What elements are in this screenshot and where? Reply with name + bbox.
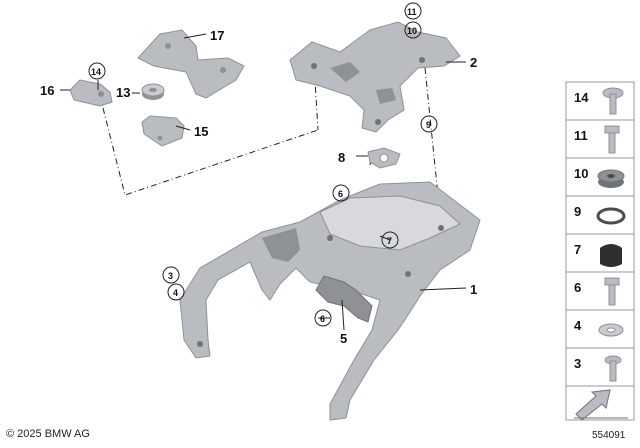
leader-lines: [60, 33, 467, 331]
bolt-icon: [604, 277, 620, 306]
callout-9: 9: [426, 120, 431, 130]
callout-7-circle: 7: [381, 231, 399, 249]
callout-15: 15: [194, 124, 208, 139]
side-panel-frame: [565, 81, 635, 421]
side-item-label: 6: [574, 280, 582, 295]
callout-8: 8: [338, 150, 345, 165]
rubber-buffer-icon: [600, 244, 622, 267]
screw-icon: [604, 355, 622, 382]
callout-3: 3: [168, 271, 173, 281]
side-item-label: 3: [574, 356, 582, 371]
side-item-6[interactable]: 6: [566, 272, 634, 308]
part-16-mount[interactable]: [69, 79, 113, 107]
washer-icon: [598, 323, 624, 337]
side-item-label: 9: [574, 204, 582, 219]
part-17-bracket[interactable]: [137, 29, 245, 99]
side-item-14[interactable]: 14: [566, 82, 634, 118]
part-1-luggage-rack[interactable]: [179, 181, 481, 421]
arrow-direction-icon: [574, 389, 628, 421]
side-item-4[interactable]: 4: [566, 310, 634, 346]
callout-14: 14: [91, 67, 101, 77]
side-item-9[interactable]: 9: [566, 196, 634, 232]
callout-6b: 6: [320, 314, 325, 324]
callout-1: 1: [470, 282, 477, 297]
side-item-11[interactable]: 11: [566, 120, 634, 156]
part-8-bracket[interactable]: [367, 147, 401, 169]
diagram-id: 554091: [592, 430, 626, 441]
callout-11-circle: 11: [404, 2, 422, 20]
side-item-label: 14: [574, 90, 589, 105]
callouts: 17 16 13 14 15 2 11 10 9 8 6 7: [40, 2, 477, 346]
callout-14-circle: 14: [88, 62, 106, 80]
side-item-7[interactable]: 7: [566, 234, 634, 270]
callout-11: 11: [407, 7, 417, 17]
screw-round-head-icon: [602, 87, 624, 115]
callout-16: 16: [40, 83, 54, 98]
rubber-grommet-icon: [597, 169, 625, 188]
callout-7: 7: [387, 236, 392, 246]
callout-6a: 6: [338, 189, 343, 199]
callout-6a-circle: 6: [332, 184, 350, 202]
side-item-10[interactable]: 10: [566, 158, 634, 194]
callout-4-circle: 4: [167, 283, 185, 301]
callout-17: 17: [210, 28, 224, 43]
callout-3-circle: 3: [162, 266, 180, 284]
part-2-carrier-plate[interactable]: [289, 21, 461, 133]
callout-4: 4: [173, 288, 178, 298]
callout-6b-circle: 6: [314, 309, 332, 327]
part-13-grommet[interactable]: [141, 83, 165, 100]
callout-2: 2: [470, 55, 477, 70]
side-item-label: 10: [574, 166, 589, 181]
callout-10: 10: [407, 26, 417, 36]
copyright-text: © 2025 BMW AG: [6, 428, 90, 440]
side-item-label: 7: [574, 242, 582, 257]
part-5-bracket[interactable]: [315, 275, 373, 323]
bolt-icon: [604, 125, 620, 154]
callout-13: 13: [116, 85, 130, 100]
callout-9-circle: 9: [420, 115, 438, 133]
callout-5: 5: [340, 331, 347, 346]
part-15-plate[interactable]: [141, 115, 185, 147]
side-item-label: 11: [574, 128, 588, 143]
callout-10-circle: 10: [404, 21, 422, 39]
o-ring-icon: [596, 207, 626, 225]
side-item-3[interactable]: 3: [566, 348, 634, 384]
side-item-label: 4: [574, 318, 582, 333]
side-panel-icons: [574, 87, 628, 421]
